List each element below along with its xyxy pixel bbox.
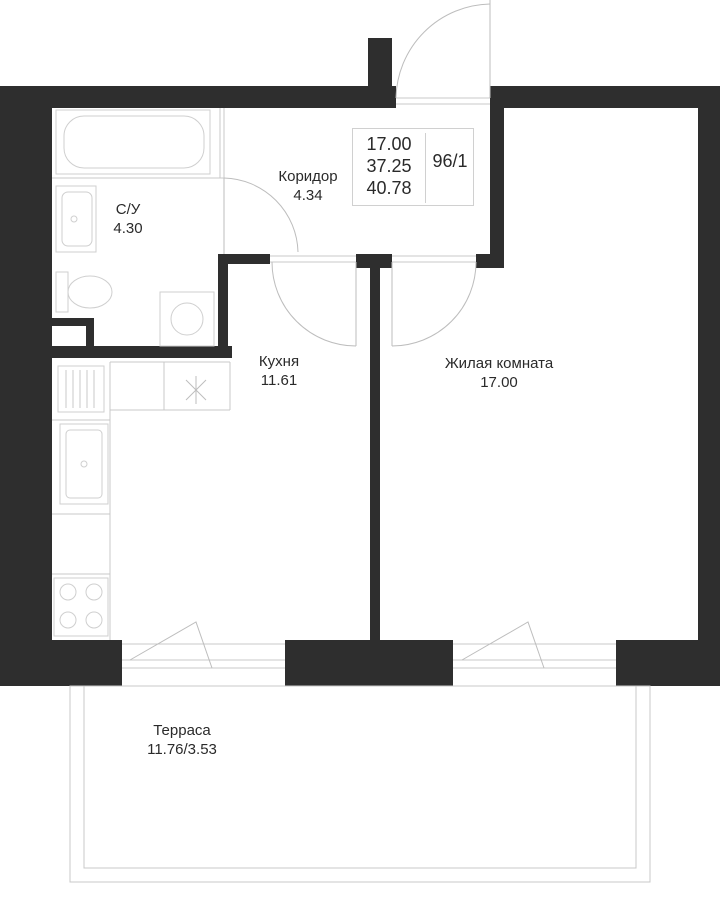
living-room-window [453,621,616,669]
living-area-value: 17.00 [366,134,412,154]
terrace-outline [69,685,651,883]
stove [53,577,109,637]
terrace-area: 11.76/3.53 [147,741,217,758]
bathroom-area: 4.30 [113,220,143,237]
living-room-label: Жилая комната 17.00 [424,354,574,392]
bathroom-label: С/У 4.30 [100,200,156,238]
bathroom-name: С/У [115,201,141,218]
living-room-door [391,261,477,347]
kitchen-counter [52,361,231,640]
dish-rack [57,365,105,413]
corridor-label: Коридор 4.34 [268,167,348,205]
kitchen-sink [59,423,109,505]
interior-walls [52,86,504,646]
bathroom-door [223,177,299,254]
terrace-label: Терраса 11.76/3.53 [124,721,240,759]
toilet [55,271,113,313]
kitchen-door [271,261,357,347]
kitchen-area: 11.61 [260,372,298,389]
kitchen-window [122,621,285,669]
bathroom-sink [55,185,97,253]
apartment-number: 96/1 [432,151,468,171]
area-with-terrace-value: 40.78 [366,178,412,198]
washing-machine [159,291,215,347]
outer-walls [0,38,720,686]
area-values: 17.00 37.25 40.78 [353,133,426,203]
kitchen-label: Кухня 11.61 [236,352,322,390]
living-room-area: 17.00 [480,374,518,391]
living-room-name: Жилая комната [444,355,554,372]
bathtub [55,109,211,175]
corridor-area: 4.34 [293,187,323,204]
apartment-summary: 17.00 37.25 40.78 96/1 [352,128,474,206]
terrace-name: Терраса [153,722,211,739]
corridor-name: Коридор [278,168,338,185]
total-area-value: 37.25 [366,156,412,176]
entrance-door [395,0,491,99]
ceiling-light-icon [185,376,207,404]
kitchen-name: Кухня [258,353,300,370]
